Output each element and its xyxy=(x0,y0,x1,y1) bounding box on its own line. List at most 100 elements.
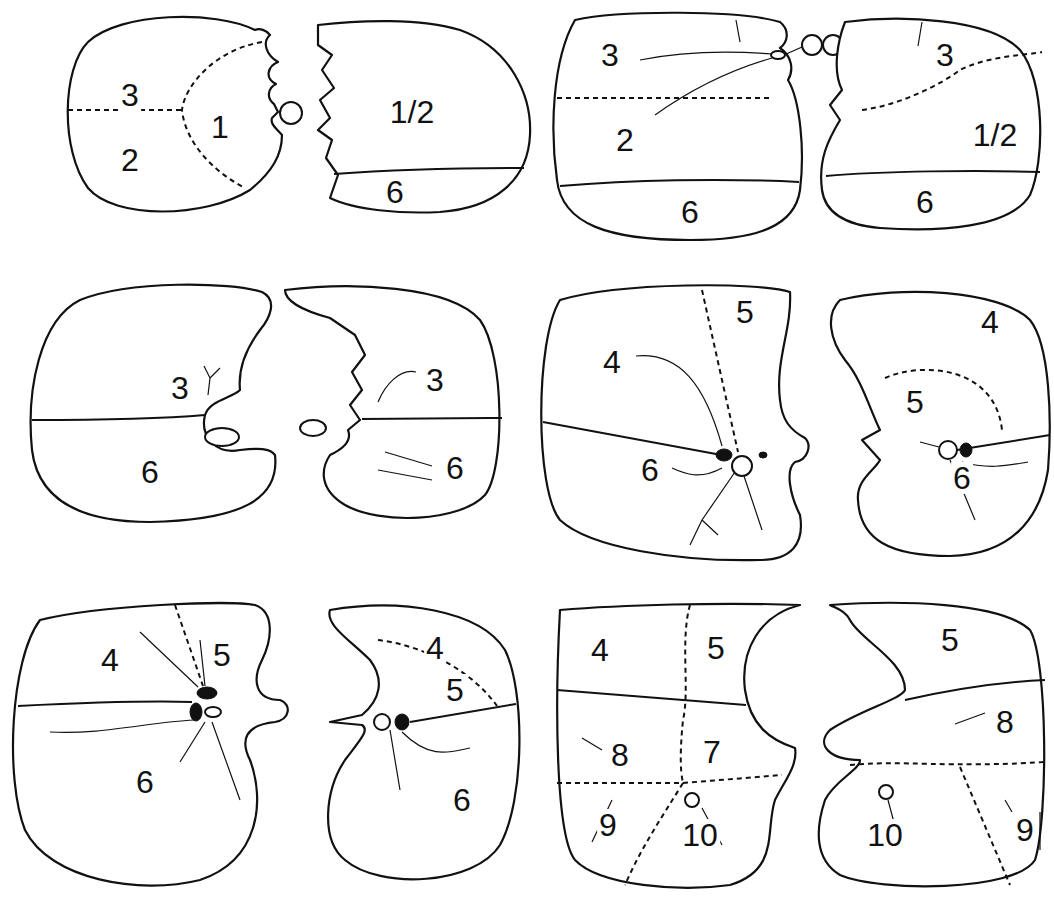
segment-border xyxy=(560,180,799,186)
lung-outline xyxy=(557,604,800,888)
bronchus-branch xyxy=(50,720,240,800)
segment-number: 10 xyxy=(865,819,905,851)
bronchus-branch xyxy=(640,52,772,60)
segment-number: 8 xyxy=(994,706,1016,738)
lung-outline xyxy=(821,19,1040,229)
subsegment-border xyxy=(960,767,1010,885)
segment-number: 7 xyxy=(701,736,723,768)
segment-number: 4 xyxy=(601,346,623,378)
segment-number: 3 xyxy=(599,39,621,71)
segment-number: 1/2 xyxy=(388,96,436,128)
segment-number: 6 xyxy=(951,462,973,494)
segment-number: 6 xyxy=(914,186,936,218)
lung-outline xyxy=(68,17,282,212)
hilum-vessel xyxy=(802,35,822,55)
bronchus-branch xyxy=(140,632,205,687)
segment-number: 4 xyxy=(979,306,1001,338)
segment-number: 5 xyxy=(444,674,466,706)
lung-outline xyxy=(328,606,519,880)
segment-number: 6 xyxy=(639,454,661,486)
segment-number: 4 xyxy=(99,644,121,676)
hilum-vessel-filled xyxy=(716,449,732,461)
segment-number: 9 xyxy=(1014,814,1036,846)
hilum-vessel xyxy=(771,51,785,59)
subsegment-border xyxy=(681,605,690,783)
bronchus-branch xyxy=(378,371,416,402)
segment-number: 3 xyxy=(424,364,446,396)
lung-outline xyxy=(31,285,276,522)
bronchus-branch xyxy=(888,713,1040,850)
hilum-vessel xyxy=(205,707,221,717)
segment-number: 9 xyxy=(597,809,619,841)
bronchus-branch xyxy=(784,47,802,55)
subsegment-border xyxy=(850,762,1045,765)
subsegment-border xyxy=(175,605,203,686)
hilum-vessel-filled xyxy=(759,452,767,458)
lung-outline xyxy=(819,603,1044,886)
hilum-vessel-filled xyxy=(190,703,202,721)
segment-number: 6 xyxy=(679,196,701,228)
segment-number: 3 xyxy=(119,79,141,111)
segment-border xyxy=(543,422,716,454)
segment-number: 5 xyxy=(904,386,926,418)
lung-outline xyxy=(541,285,808,560)
segment-number: 6 xyxy=(384,176,406,208)
segment-number: 5 xyxy=(211,639,233,671)
segment-number: 6 xyxy=(134,766,156,798)
segment-number: 1 xyxy=(209,111,231,143)
segment-border xyxy=(905,680,1045,700)
segment-border xyxy=(362,418,502,419)
hilum-vessel-filled xyxy=(960,443,972,457)
segment-number: 4 xyxy=(589,634,611,666)
hilum-vessel-filled xyxy=(395,714,409,730)
bronchus-branch xyxy=(672,468,762,545)
bronchus-branch xyxy=(390,730,470,790)
subsegment-border xyxy=(557,782,683,784)
bronchus-branch xyxy=(655,58,772,115)
segment-number: 1/2 xyxy=(971,119,1019,151)
subsegment-border xyxy=(557,97,772,99)
bronchus-branch xyxy=(920,442,1028,520)
segment-border xyxy=(410,704,516,722)
segment-border xyxy=(32,415,205,420)
segment-border xyxy=(18,702,192,706)
subsegment-border xyxy=(182,42,262,188)
subsegment-border xyxy=(625,783,683,885)
lung-outline xyxy=(13,603,288,885)
hilum-vessel-filled xyxy=(197,687,217,699)
segment-number: 5 xyxy=(705,632,727,664)
segment-number: 5 xyxy=(734,296,756,328)
bronchus-branch xyxy=(378,452,432,480)
segment-border xyxy=(557,690,746,705)
hilum-vessel xyxy=(939,441,957,459)
segment-number: 10 xyxy=(680,819,720,851)
segment-number: 4 xyxy=(424,632,446,664)
segment-number: 6 xyxy=(139,456,161,488)
segment-number: 8 xyxy=(609,739,631,771)
lung-outline xyxy=(318,21,530,212)
hilum-vessel xyxy=(879,785,893,799)
bronchus-branch xyxy=(204,366,220,395)
lung-outline xyxy=(285,286,499,518)
segment-number: 3 xyxy=(934,39,956,71)
hilum-vessel xyxy=(300,420,326,436)
hilum-vessel xyxy=(685,793,699,807)
bronchus-branch xyxy=(736,20,740,42)
bronchus-branch xyxy=(636,356,722,446)
lung-outline xyxy=(553,13,801,240)
segment-number: 6 xyxy=(444,452,466,484)
segment-number: 5 xyxy=(939,624,961,656)
hilum-vessel xyxy=(205,428,239,446)
lung-outline xyxy=(831,292,1050,556)
subsegment-border xyxy=(702,290,738,452)
hilum-vessel xyxy=(280,102,302,124)
segment-border xyxy=(334,168,524,174)
segment-border xyxy=(826,171,1040,176)
segment-number: 2 xyxy=(614,124,636,156)
segment-number: 2 xyxy=(119,144,141,176)
hilum-vessel xyxy=(732,456,752,476)
subsegment-border xyxy=(885,370,1002,430)
subsegment-border xyxy=(683,775,782,783)
bronchus-branch xyxy=(918,22,922,46)
